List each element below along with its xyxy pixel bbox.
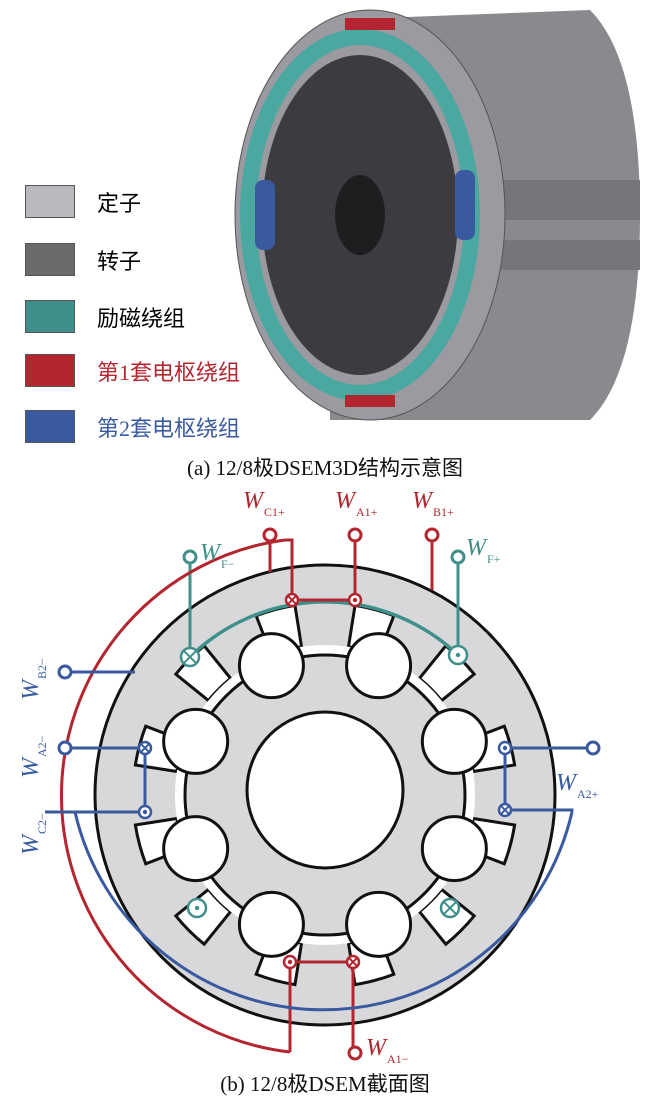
conductor-out-icon-dot (194, 905, 200, 911)
rotor-slot (420, 815, 488, 883)
legend-item-stator: 定子 (25, 185, 141, 218)
wire-c1 (285, 538, 355, 602)
shaft-hole (245, 710, 405, 870)
legend-label: 第2套电枢绕组 (97, 415, 241, 441)
legend-label: 第1套电枢绕组 (97, 359, 241, 385)
label-wa1-plus: WA1+ (335, 488, 378, 519)
wire-a2 (45, 746, 147, 814)
conductor-in-icon-x (183, 650, 197, 664)
conductor-in-icon-x (287, 595, 297, 605)
armature-coil-blue (455, 170, 475, 240)
conductor-in-icon-x (140, 743, 150, 753)
legend-label: 转子 (97, 248, 142, 274)
label-wb2-minus: WB2− (18, 658, 49, 700)
legend-swatch (25, 185, 75, 218)
terminal-icon (182, 549, 198, 565)
rotor-slot (162, 815, 230, 883)
legend-item-excitation: 励磁绕组 (25, 300, 185, 333)
legend-item-armature-2: 第2套电枢绕组 (25, 410, 240, 443)
armature-2-outer-connection (73, 811, 574, 1012)
label-wa1-minus: WA1− (366, 1035, 409, 1066)
conductor-out-icon-dot (142, 809, 148, 815)
legend-swatch (25, 300, 75, 333)
excitation-connection (188, 600, 460, 659)
label-wa2-plus: WA2+ (556, 770, 599, 801)
armature-coil-red (345, 395, 395, 407)
conductor-in-icon-x (500, 805, 510, 815)
rotor-slot (237, 890, 305, 958)
housing-groove (480, 240, 640, 270)
rotor-slot (345, 890, 413, 958)
legend-swatch (25, 410, 75, 443)
terminal-icon (347, 527, 363, 543)
label-wc2-minus: WC2− (18, 813, 49, 855)
rotor-slot (162, 707, 230, 775)
terminal-icon (450, 549, 466, 565)
label-wa2-minus: WA2− (18, 735, 49, 778)
armature-coil-red (345, 18, 395, 30)
caption-b: (b) 12/8极DSEM截面图 (220, 1072, 430, 1096)
terminal-icon (57, 740, 73, 756)
label-wb1-plus: WB1+ (412, 488, 454, 519)
label-wf-minus: WF− (200, 540, 235, 571)
terminal-icon (347, 1045, 363, 1061)
housing-groove (480, 180, 640, 220)
label-wf-plus: WF+ (466, 535, 501, 566)
shaft-hole (335, 175, 385, 255)
terminal-icon (585, 740, 601, 756)
terminal-icon (57, 664, 73, 680)
armature-1-outer-connection (59, 538, 291, 1054)
conductor-out-icon-dot (502, 745, 508, 751)
armature-coil-blue (255, 180, 275, 250)
legend-item-armature-1: 第1套电枢绕组 (25, 354, 240, 387)
conductor-out-icon-dot (287, 959, 293, 965)
terminal-icon (424, 527, 440, 543)
legend-item-rotor: 转子 (25, 243, 141, 276)
caption-a: (a) 12/8极DSEM3D结构示意图 (187, 456, 463, 480)
terminal-icon (262, 527, 278, 543)
legend-label: 定子 (97, 190, 142, 216)
conductor-out-icon-dot (455, 652, 461, 658)
legend-label: 励磁绕组 (97, 305, 186, 331)
legend-swatch (25, 354, 75, 387)
legend-swatch (25, 243, 75, 276)
conductor-in-icon-x (348, 957, 358, 967)
rotor-slot (420, 707, 488, 775)
label-wc1-plus: WC1+ (243, 488, 285, 519)
rotor-slot (237, 632, 305, 700)
conductor-out-icon-dot (352, 597, 358, 603)
rotor-slot (345, 632, 413, 700)
conductor-in-icon-x (443, 901, 457, 915)
